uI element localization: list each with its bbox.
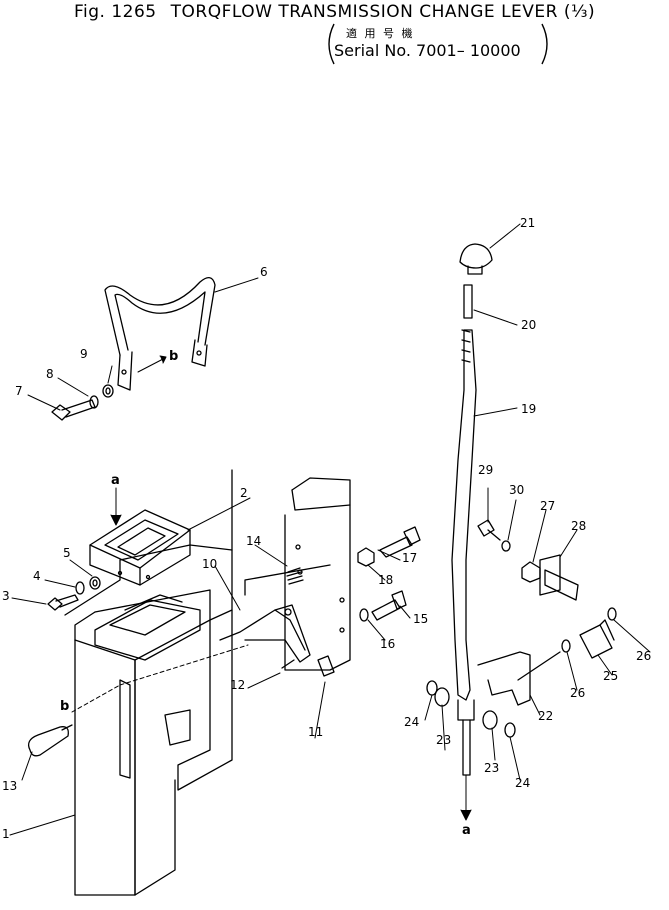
part-washer-30 <box>501 540 511 552</box>
part-housing <box>64 469 233 896</box>
part-washer-24b <box>504 722 516 738</box>
part-bolt-7 <box>51 399 96 421</box>
part-nut-18 <box>357 547 375 567</box>
callout-23-left: 23 <box>436 733 451 747</box>
callout-17: 17 <box>402 551 417 565</box>
callout-27: 27 <box>540 499 555 513</box>
callout-22: 22 <box>538 709 553 723</box>
callout-3: 3 <box>2 589 10 603</box>
part-nut-27 <box>521 561 541 583</box>
reference-b <box>71 355 249 713</box>
figure-title-text: TORQFLOW TRANSMISSION CHANGE LEVER (⅓) <box>170 2 596 22</box>
callout-18: 18 <box>378 573 393 587</box>
callout-5: 5 <box>63 546 71 560</box>
part-bolt-3 <box>47 594 79 611</box>
part-washer-26b <box>607 607 617 621</box>
part-bracket-22 <box>477 651 561 706</box>
ref-b-left: b <box>60 699 69 714</box>
header: Fig. 1265 TORQFLOW TRANSMISSION CHANGE LE… <box>0 0 669 75</box>
callout-4: 4 <box>33 569 41 583</box>
serial-range: 適 用 号 機 Serial No. 7001– 10000 <box>326 22 550 66</box>
applicable-label: 適 用 号 機 <box>346 27 415 40</box>
part-linkage-10 <box>219 604 311 663</box>
callout-11: 11 <box>308 725 323 739</box>
callout-9: 9 <box>80 347 88 361</box>
callout-labels: 1 2 3 4 5 6 7 8 9 10 11 12 13 14 15 16 1… <box>2 216 651 841</box>
callout-21: 21 <box>520 216 535 230</box>
callout-28: 28 <box>571 519 586 533</box>
callout-25: 25 <box>603 669 618 683</box>
callout-13: 13 <box>2 779 17 793</box>
part-washer-5 <box>89 576 101 590</box>
callout-26-right: 26 <box>636 649 651 663</box>
callout-12: 12 <box>230 678 245 692</box>
part-knob-13 <box>27 724 73 757</box>
part-bushing-23b <box>482 710 498 730</box>
parenthesis-marks <box>328 23 548 65</box>
part-cover <box>89 509 191 586</box>
callout-10: 10 <box>202 557 217 571</box>
callout-7: 7 <box>15 384 23 398</box>
ref-b-right: b <box>169 349 178 364</box>
callout-14: 14 <box>246 534 261 548</box>
figure-number: Fig. 1265 <box>74 2 157 22</box>
callout-30: 30 <box>509 483 524 497</box>
part-lever-19 <box>451 329 477 776</box>
callout-2: 2 <box>240 486 248 500</box>
callout-29: 29 <box>478 463 493 477</box>
leader-lines <box>9 223 651 836</box>
callout-15: 15 <box>413 612 428 626</box>
figure-title: Fig. 1265 TORQFLOW TRANSMISSION CHANGE LE… <box>74 2 595 22</box>
part-washer-4 <box>75 581 85 595</box>
part-washer-16 <box>359 608 369 622</box>
callout-20: 20 <box>521 318 536 332</box>
part-spring-14 <box>286 567 304 585</box>
serial-number: Serial No. 7001– 10000 <box>334 41 521 60</box>
callout-16: 16 <box>380 637 395 651</box>
part-inner-box <box>94 594 201 661</box>
part-bolt-15 <box>371 590 407 621</box>
part-bolt-29 <box>477 519 501 541</box>
part-shaft-25 <box>579 619 615 659</box>
callout-19: 19 <box>521 402 536 416</box>
part-washer-8 <box>89 395 99 409</box>
part-knob-21 <box>459 243 493 275</box>
part-bolt-17 <box>379 526 421 558</box>
part-sleeve-20 <box>463 284 473 319</box>
part-pin-12 <box>281 659 295 669</box>
callout-24-right: 24 <box>515 776 530 790</box>
ref-a-bottom: a <box>462 823 471 838</box>
callout-26-lower: 26 <box>570 686 585 700</box>
part-bracket-plate <box>244 477 351 671</box>
callout-1: 1 <box>2 827 10 841</box>
part-pin-11 <box>317 655 335 677</box>
part-washer-26a <box>561 639 571 653</box>
part-guard <box>104 277 216 391</box>
part-washer-24a <box>426 680 438 696</box>
part-washer-9 <box>102 384 114 398</box>
callout-23-right: 23 <box>484 761 499 775</box>
callout-24-left: 24 <box>404 715 419 729</box>
callout-6: 6 <box>260 265 268 279</box>
callout-8: 8 <box>46 367 54 381</box>
part-pin-28 <box>539 554 579 601</box>
reference-a <box>110 487 472 821</box>
ref-a-top: a <box>111 473 120 488</box>
